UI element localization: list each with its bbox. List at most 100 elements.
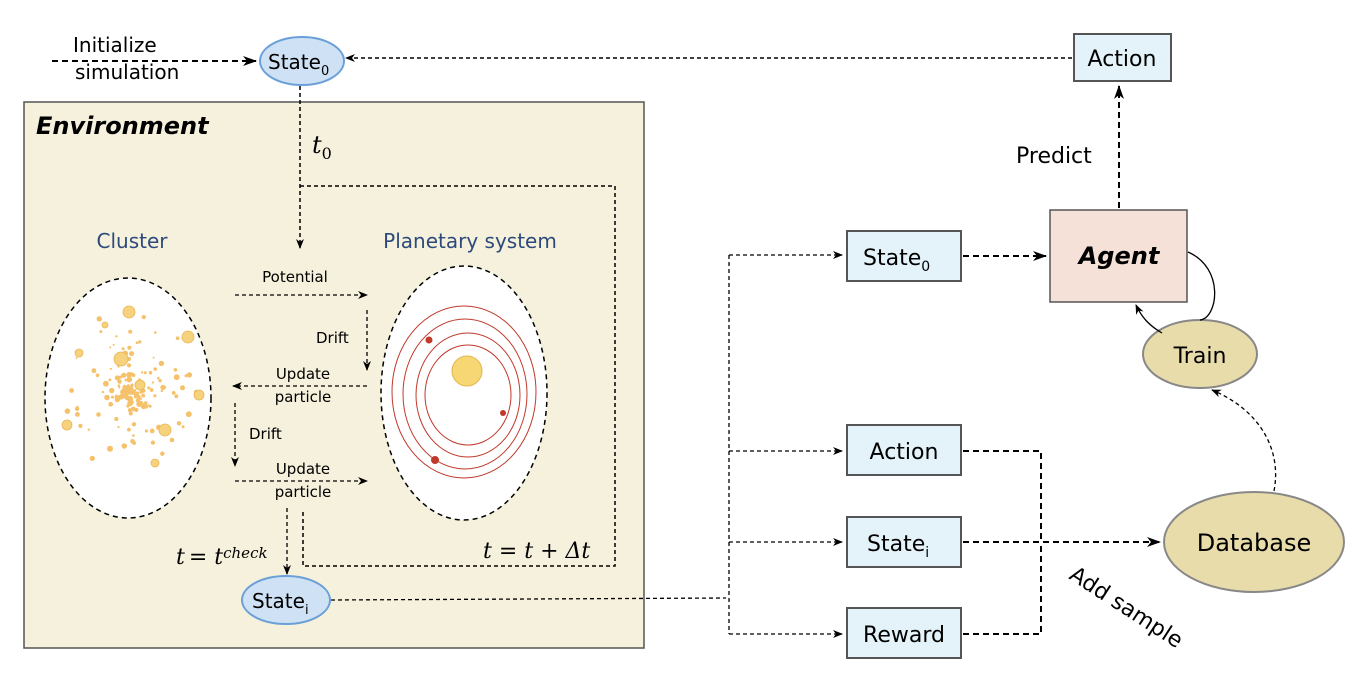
- cluster-star-icon: [126, 427, 131, 432]
- train-node: Train: [1142, 319, 1258, 389]
- cluster-star-icon: [121, 372, 127, 378]
- cluster-star-icon: [127, 395, 133, 402]
- cluster-star-icon: [185, 411, 192, 418]
- tcheck-sub: check: [223, 544, 267, 562]
- cluster-star-icon: [135, 391, 140, 396]
- planet-icon: [500, 410, 506, 416]
- cluster-star-icon: [173, 368, 178, 372]
- cluster-star-icon: [163, 386, 167, 389]
- cluster-star-icon: [127, 375, 130, 378]
- cluster-star-icon: [173, 374, 180, 381]
- planetary-label: Planetary system: [383, 229, 557, 253]
- cluster-star-icon: [141, 315, 146, 320]
- cluster-star-icon: [112, 343, 115, 346]
- cluster-star-icon: [169, 437, 175, 443]
- cluster-star-icon: [117, 384, 121, 388]
- cluster-star-icon: [181, 425, 185, 429]
- cluster-star-icon: [144, 405, 149, 409]
- cluster-star-icon: [133, 394, 138, 399]
- cluster-star-icon: [87, 428, 91, 431]
- cluster-star-icon: [158, 379, 162, 383]
- cluster-star-icon: [64, 408, 71, 415]
- database-label: Database: [1197, 529, 1312, 557]
- state0-right-sub: 0: [921, 259, 930, 275]
- t0-label: t0: [312, 131, 332, 163]
- action-top-node: Action: [1073, 33, 1172, 82]
- train-agent-loop: [1187, 251, 1216, 321]
- cluster-star-icon: [128, 329, 133, 334]
- cluster-star-icon: [186, 372, 193, 378]
- cluster-star-icon: [134, 379, 146, 391]
- planet-icon: [431, 456, 439, 464]
- t0-sub: 0: [322, 144, 332, 163]
- cluster-label: Cluster: [97, 229, 169, 253]
- cluster-star-icon: [117, 379, 122, 384]
- cluster-star-icon: [130, 383, 134, 387]
- cluster-star-icon: [122, 384, 127, 390]
- cluster-star-icon: [131, 422, 137, 427]
- cluster-star-icon: [127, 400, 133, 407]
- cluster-star-icon: [153, 367, 157, 371]
- cluster-star-icon: [118, 386, 121, 389]
- cluster-star-icon: [141, 393, 146, 398]
- action-to-db-line: [963, 450, 1042, 542]
- cluster-star-icon: [132, 389, 137, 393]
- database-node: Database: [1163, 491, 1345, 593]
- cluster-star-icon: [61, 419, 73, 431]
- state0-right-node: State0: [846, 230, 962, 282]
- cluster-star-icon: [152, 356, 155, 359]
- update2-label-line1: Update: [276, 460, 330, 478]
- cluster-star-icon: [158, 423, 172, 437]
- cluster-star-icon: [160, 451, 165, 456]
- reward-right-node: Reward: [846, 607, 962, 659]
- cluster-star-icon: [135, 398, 140, 403]
- state0-top-label: State: [268, 50, 321, 74]
- cluster-star-icon: [127, 345, 132, 350]
- reward-to-db-line: [963, 542, 1042, 635]
- cluster-star-icon: [132, 434, 135, 437]
- cluster-star-icon: [148, 370, 153, 375]
- cluster-star-icon: [158, 360, 165, 367]
- cluster-star-icon: [149, 388, 154, 392]
- cluster-star-icon: [101, 390, 105, 394]
- cluster-star-icon: [147, 404, 150, 407]
- planetary-orbits: [391, 305, 537, 479]
- train-label: Train: [1173, 344, 1227, 369]
- cluster-star-icon: [113, 351, 129, 367]
- cluster-star-icon: [129, 351, 135, 357]
- planet-icon: [425, 336, 433, 344]
- cluster-star-icon: [99, 330, 103, 334]
- cluster-star-icon: [109, 346, 112, 349]
- svg-text:State0: State0: [863, 246, 930, 275]
- cluster-star-icon: [184, 374, 188, 378]
- cluster-star-icon: [150, 440, 155, 445]
- database-to-train-arrow: [1211, 389, 1277, 492]
- cluster-star-icon: [111, 395, 114, 399]
- cluster-star-icon: [139, 397, 143, 400]
- cluster-star-icon: [131, 407, 134, 410]
- cluster-star-icon: [147, 386, 151, 390]
- update1-label-line1: Update: [276, 365, 330, 383]
- cluster-star-icon: [149, 428, 155, 434]
- cluster-star-icon: [121, 347, 125, 351]
- cluster-star-icon: [157, 376, 160, 380]
- drift2-label: Drift: [249, 425, 282, 443]
- cluster-star-icon: [76, 405, 79, 409]
- cluster-star-icon: [176, 421, 182, 426]
- cluster-star-icon: [193, 389, 205, 401]
- cluster-star-icon: [104, 394, 110, 401]
- action-right-node: Action: [846, 424, 962, 476]
- cluster-star-icon: [143, 371, 147, 375]
- sun-icon: [451, 355, 483, 387]
- tcheck-label: t= tcheck: [176, 544, 268, 570]
- svg-text:Statei: Statei: [252, 589, 309, 618]
- cluster-star-icon: [151, 381, 154, 384]
- timestep-label: t = t + Δt: [483, 539, 590, 564]
- cluster-star-icon: [128, 388, 132, 392]
- cluster-star-icon: [136, 394, 141, 399]
- cluster-star-icon: [160, 389, 163, 393]
- cluster-star-icon: [150, 458, 160, 468]
- state-i-env-node: Statei: [241, 575, 331, 625]
